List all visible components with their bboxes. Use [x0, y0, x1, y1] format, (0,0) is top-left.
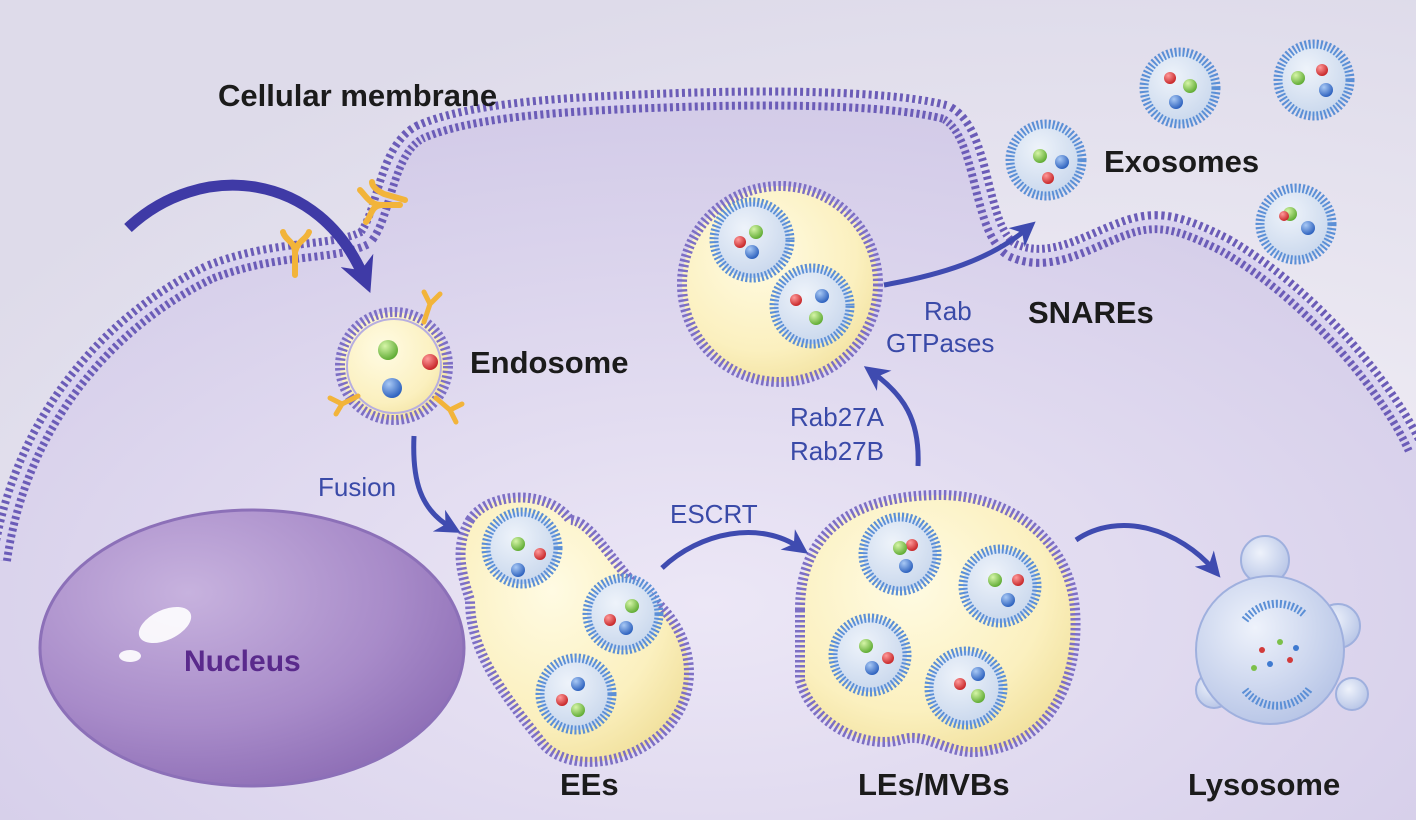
rab-gtpases-arrow [883, 221, 1036, 288]
rab-label: Rab [924, 296, 972, 326]
cellular-membrane [0, 87, 1416, 562]
secretory-mvb [677, 181, 883, 387]
lysosome-arrow [1074, 523, 1221, 578]
lysosome [1195, 535, 1369, 725]
endosome-vesicle [327, 289, 465, 425]
rab27a-label: Rab27A [790, 402, 884, 432]
exosomes-label: Exosomes [1104, 144, 1260, 179]
rab27b-label: Rab27B [790, 436, 884, 466]
snares-label: SNAREs [1028, 295, 1154, 330]
fusion-label: Fusion [318, 472, 397, 502]
cellular-membrane-label: Cellular membrane [218, 78, 498, 113]
ees-label: EEs [560, 767, 619, 802]
escrt-label: ESCRT [670, 499, 758, 529]
rab27-arrow [863, 366, 921, 467]
endosome-label: Endosome [470, 345, 629, 380]
les-mvbs-label: LEs/MVBs [858, 767, 1010, 802]
process-arrows [411, 221, 1221, 578]
early-endosome [455, 492, 694, 767]
exosomes-released [1005, 39, 1355, 265]
fusion-arrow [411, 435, 461, 533]
lysosome-label: Lysosome [1188, 767, 1341, 802]
gtpases-label: GTPases [886, 328, 995, 358]
escrt-arrow [660, 529, 809, 570]
ilv-group-mvb [828, 512, 1042, 730]
ilv-group-ees [481, 507, 664, 735]
late-endosome-mvb [795, 489, 1081, 757]
nucleus [38, 508, 466, 788]
entry-arrow [124, 179, 374, 294]
nucleus-label: Nucleus [184, 645, 301, 678]
membrane-receptors [280, 179, 408, 278]
